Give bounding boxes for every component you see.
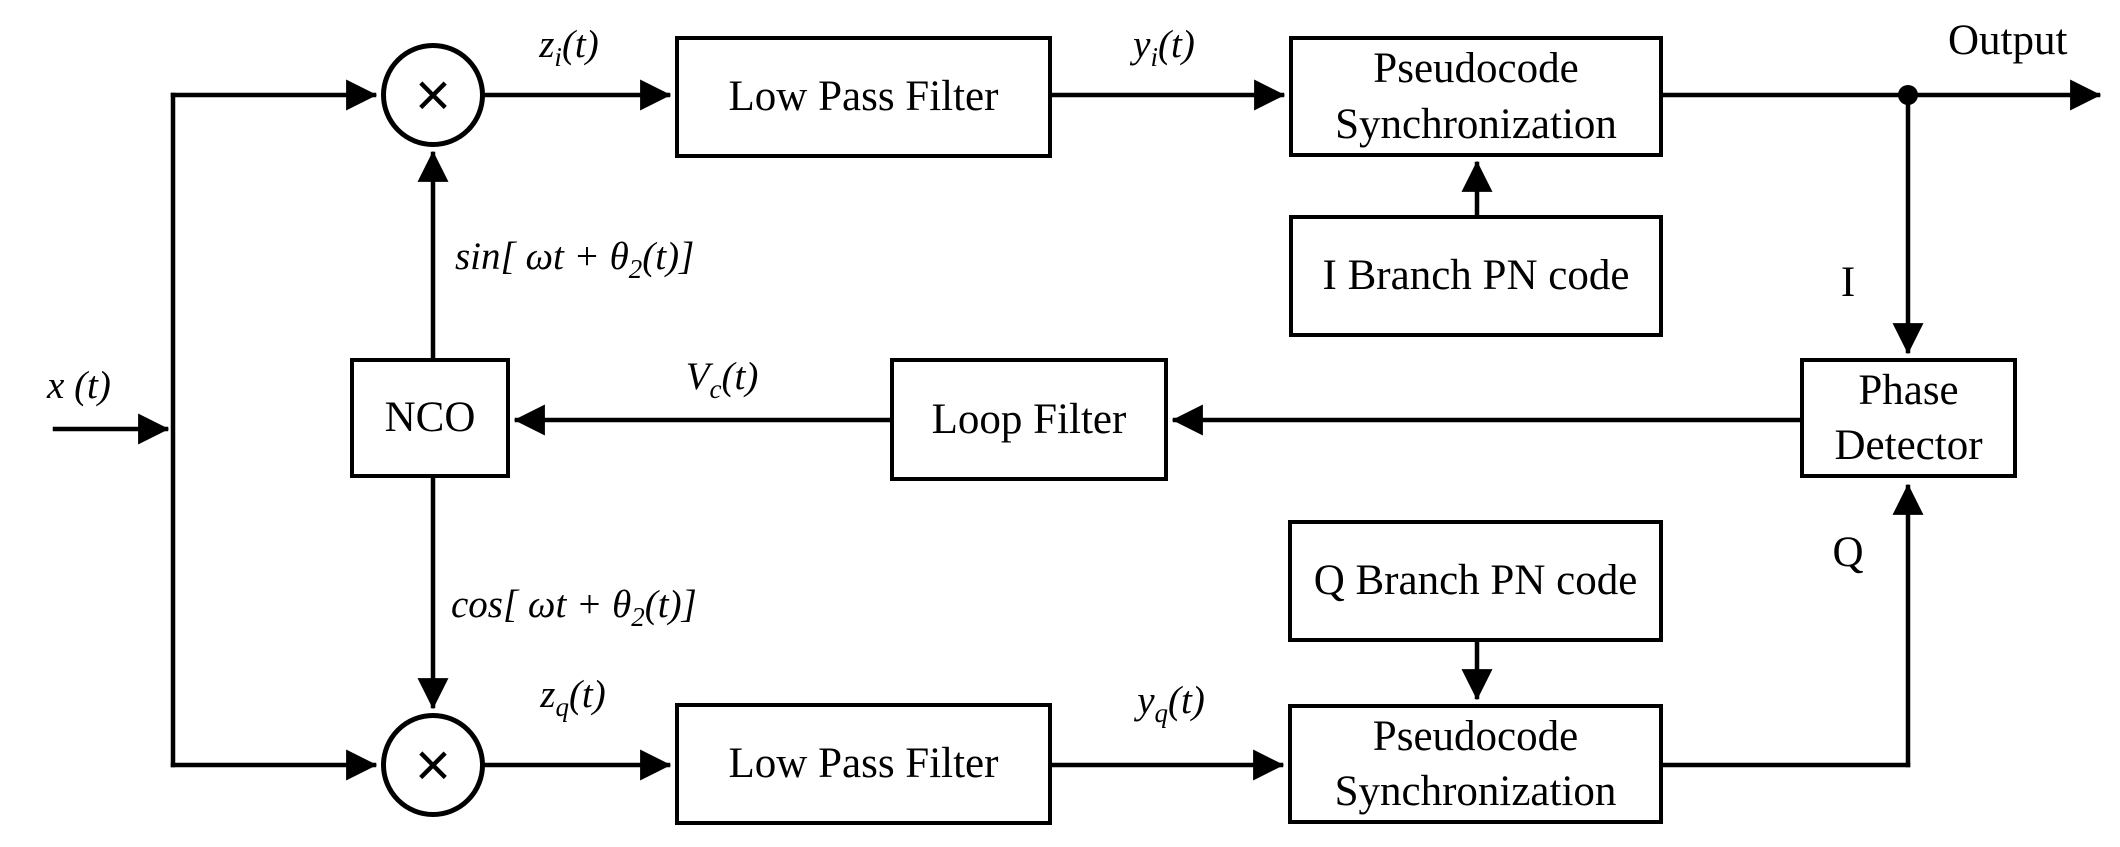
block-low-pass-filter-i: Low Pass Filter [675, 36, 1052, 158]
block-label: Low Pass Filter [728, 73, 999, 121]
block-label-line2: Detector [1834, 422, 1983, 469]
block-q-branch-pn-code: Q Branch PN code [1288, 520, 1663, 642]
block-label-line1: Pseudocode [1372, 712, 1579, 760]
multiply-symbol: × [414, 730, 452, 800]
block-label: I Branch PN code [1322, 252, 1630, 300]
label-cos-nco-output: cos[ ωt + θ2(t)] [451, 583, 697, 632]
block-pseudocode-sync-i: Pseudocode Synchronization [1289, 36, 1663, 157]
block-label: Q Branch PN code [1313, 557, 1638, 605]
block-label: NCO [384, 394, 476, 442]
block-label-line1: Pseudocode [1373, 45, 1579, 93]
block-pseudocode-sync-q: Pseudocode Synchronization [1288, 704, 1663, 824]
block-label-line2: Synchronization [1334, 768, 1617, 815]
block-label-line1: Phase [1858, 366, 1959, 414]
block-phase-detector: Phase Detector [1800, 358, 2017, 478]
block-i-branch-pn-code: I Branch PN code [1289, 215, 1663, 337]
multiplier-q-mixer-icon: × [381, 713, 485, 817]
block-label: Loop Filter [931, 395, 1127, 443]
label-v-c-t: Vc(t) [685, 355, 759, 404]
junction-dot [1898, 85, 1918, 105]
block-label: Low Pass Filter [728, 740, 999, 788]
label-sin-nco-output: sin[ ωt + θ2(t)] [455, 235, 695, 284]
label-z-q-t: zq(t) [540, 673, 606, 722]
label-x-t: x (t) [47, 364, 111, 407]
multiplier-i-mixer-icon: × [381, 43, 485, 147]
label-output: Output [1948, 17, 2068, 64]
multiply-symbol: × [414, 60, 452, 130]
block-nco: NCO [350, 358, 510, 478]
label-y-q-t: yq(t) [1137, 679, 1205, 728]
block-label-line2: Synchronization [1335, 100, 1617, 148]
label-q-branch-signal: Q [1832, 529, 1864, 576]
label-z-i-t: zi(t) [539, 23, 599, 72]
label-y-i-t: yi(t) [1133, 23, 1195, 72]
block-low-pass-filter-q: Low Pass Filter [675, 703, 1052, 825]
block-loop-filter: Loop Filter [890, 358, 1168, 481]
label-i-branch-signal: I [1840, 259, 1856, 306]
